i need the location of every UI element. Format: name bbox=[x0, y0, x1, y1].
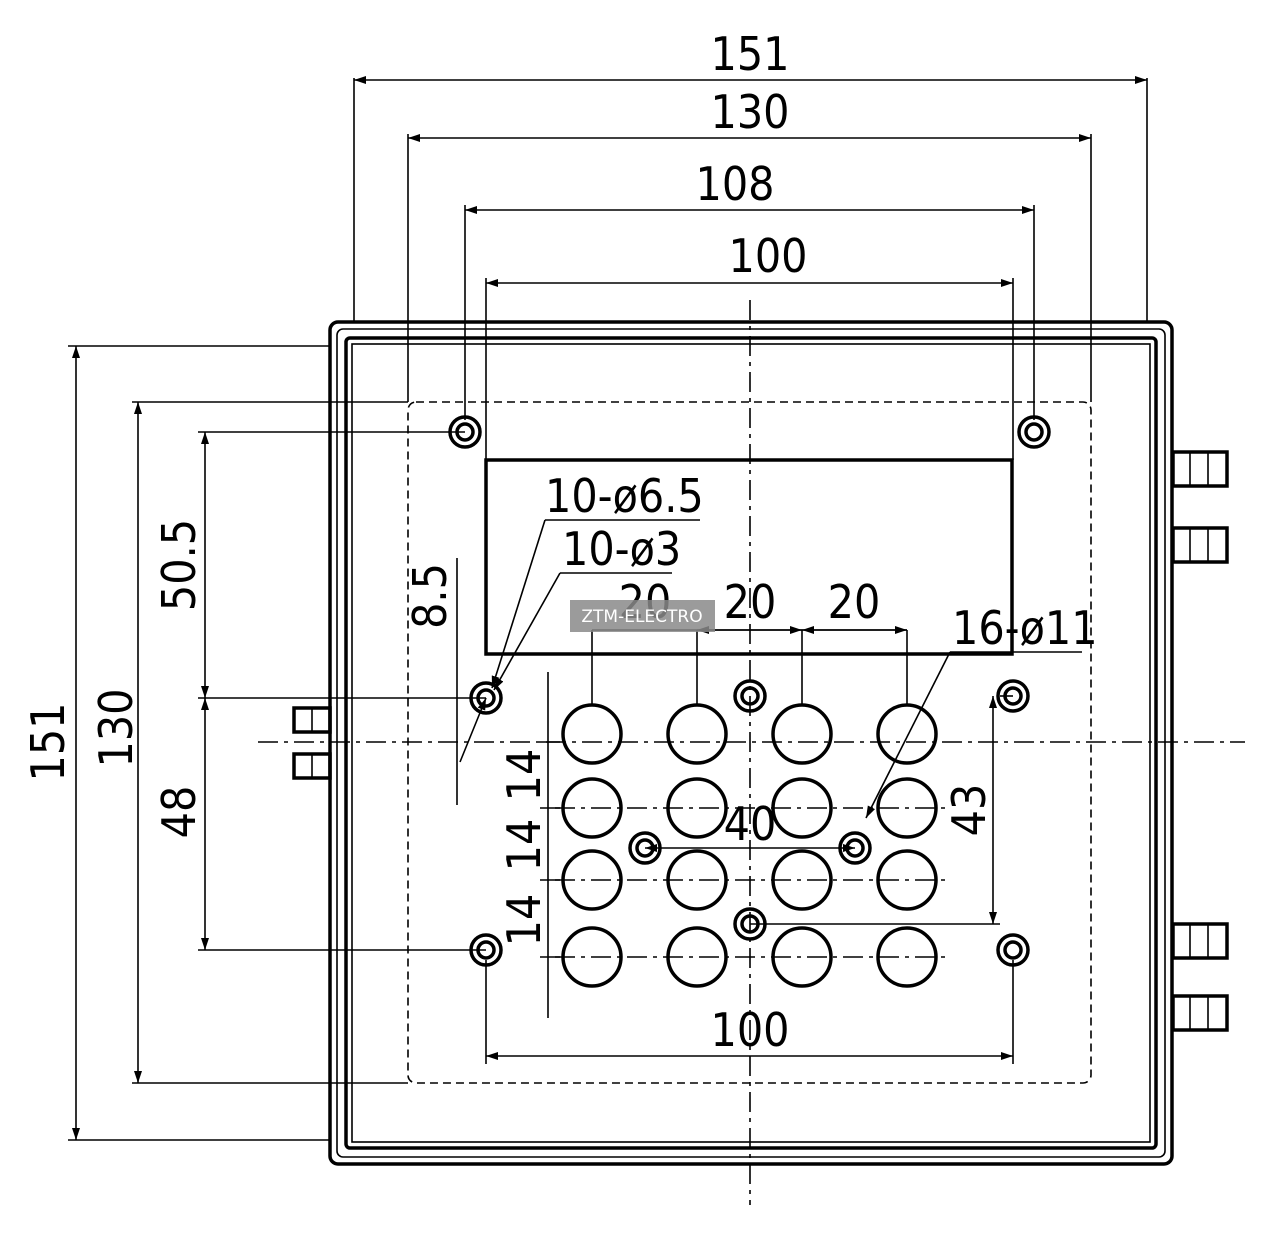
display-window bbox=[484, 458, 1014, 656]
gland-hole bbox=[666, 926, 728, 988]
watermark: ZTM-ELECTRO bbox=[570, 600, 715, 632]
dim-width-bottom: 100 bbox=[711, 1003, 790, 1057]
gland-holes bbox=[561, 703, 938, 988]
dim-pitch-h-3: 20 bbox=[828, 575, 881, 629]
dim-offset-small: 8.5 bbox=[403, 563, 457, 629]
dim-height-inner: 130 bbox=[89, 689, 143, 768]
gland-hole bbox=[876, 849, 938, 911]
vertical-pitch-dimensions bbox=[540, 672, 560, 1018]
left-side-connectors bbox=[292, 706, 332, 780]
dim-pitch-v-1: 14 bbox=[497, 749, 551, 802]
gland-hole bbox=[876, 703, 938, 765]
dim-width-inner: 130 bbox=[711, 85, 790, 139]
gland-hole bbox=[561, 849, 623, 911]
dim-width-mount: 108 bbox=[696, 157, 775, 211]
gland-hole bbox=[666, 777, 728, 839]
dim-height-overall: 151 bbox=[21, 703, 75, 782]
gland-hole bbox=[561, 777, 623, 839]
dim-pitch-v-3: 14 bbox=[497, 894, 551, 947]
dim-width-window: 100 bbox=[729, 229, 808, 283]
dim-center-span: 40 bbox=[724, 797, 777, 851]
callout-small-holes: 10-ø3 bbox=[562, 522, 681, 576]
callout-mount-holes: 10-ø6.5 bbox=[545, 469, 704, 523]
gland-hole bbox=[876, 926, 938, 988]
mount-hole bbox=[1017, 415, 1051, 449]
dim-side-span: 43 bbox=[942, 784, 996, 837]
gland-hole bbox=[771, 703, 833, 765]
side-span-dimension bbox=[750, 695, 1013, 925]
gland-hole bbox=[561, 926, 623, 988]
dim-height-upper: 50.5 bbox=[152, 519, 206, 611]
dim-width-overall: 151 bbox=[711, 27, 790, 81]
dim-pitch-h-2: 20 bbox=[724, 575, 777, 629]
gland-hole bbox=[771, 926, 833, 988]
mount-hole bbox=[733, 679, 767, 713]
bottom-dimension bbox=[485, 960, 1014, 1064]
watermark-text: ZTM-ELECTRO bbox=[581, 607, 702, 627]
top-dimensions bbox=[353, 76, 1148, 460]
gland-hole bbox=[561, 703, 623, 765]
callout-leaders bbox=[491, 519, 1082, 819]
dim-pitch-v-2: 14 bbox=[497, 819, 551, 872]
enclosure-outline bbox=[328, 320, 1174, 1166]
dim-height-lower: 48 bbox=[152, 786, 206, 839]
callout-gland-holes: 16-ø11 bbox=[952, 601, 1098, 655]
gland-hole bbox=[771, 777, 833, 839]
left-dimensions bbox=[68, 345, 487, 1141]
gland-hole bbox=[666, 703, 728, 765]
right-side-connectors bbox=[1171, 450, 1229, 1032]
gland-hole bbox=[876, 777, 938, 839]
